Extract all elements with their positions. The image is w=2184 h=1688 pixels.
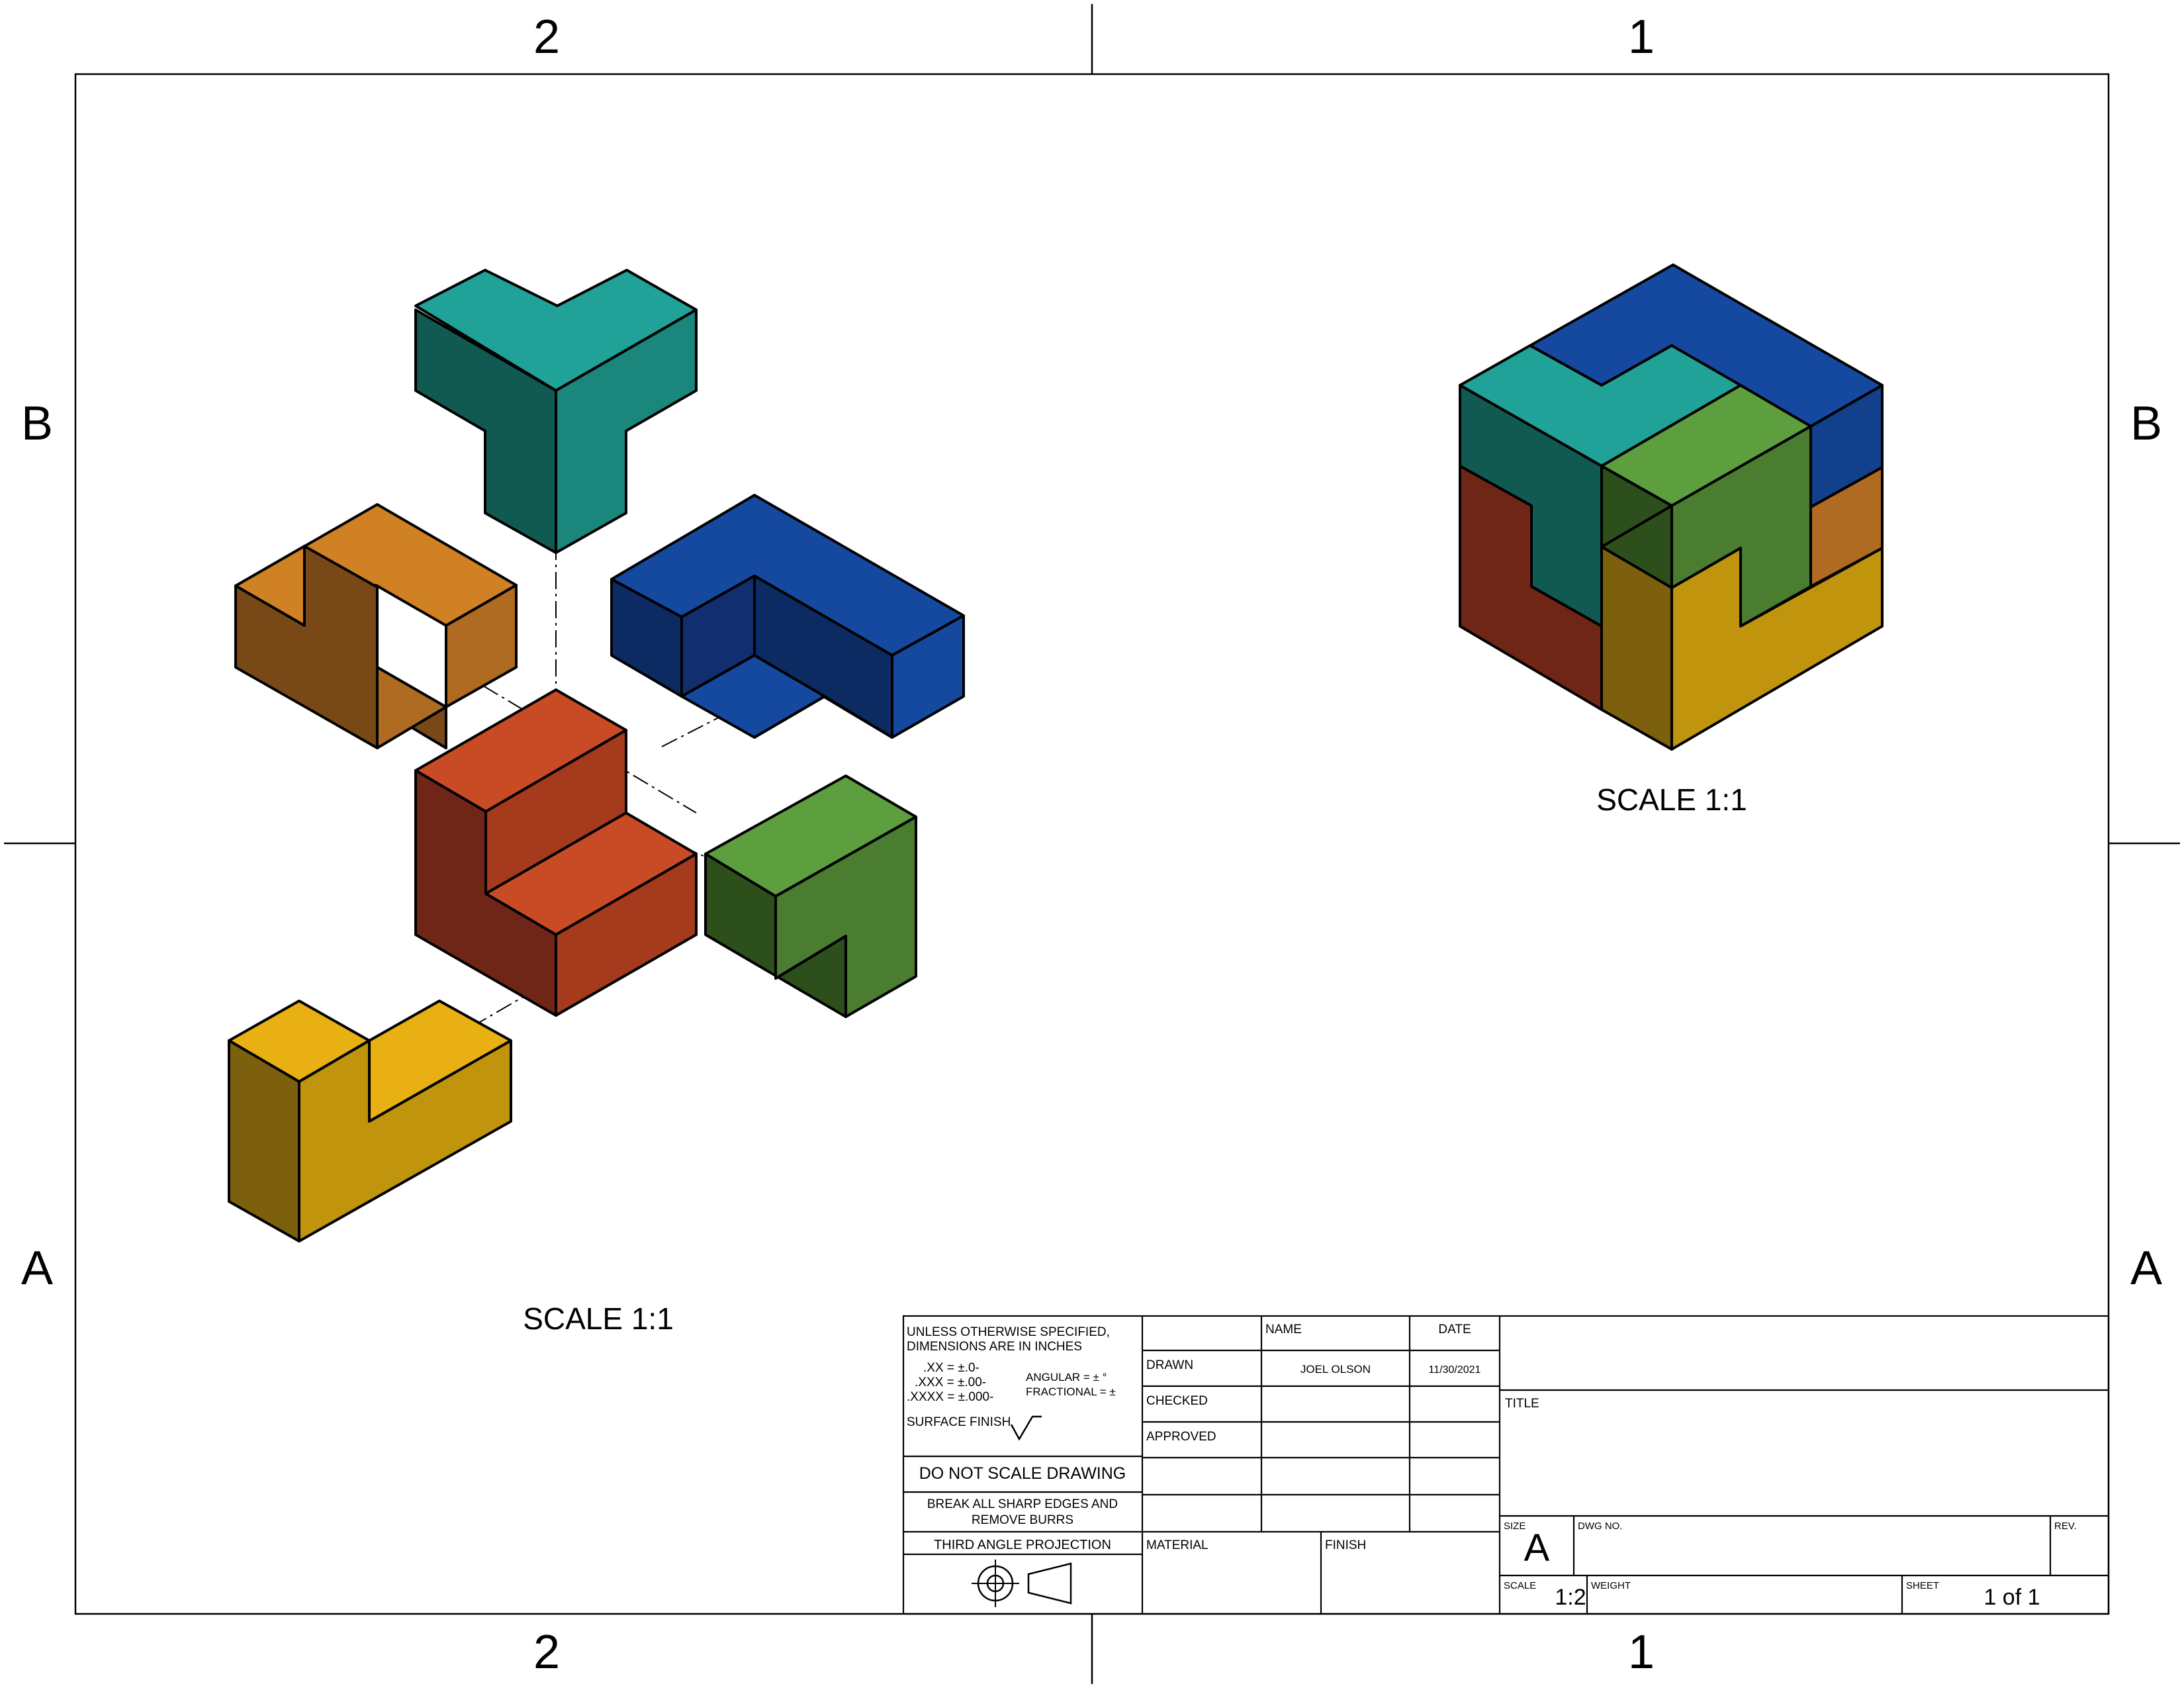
zone-left-a: A: [21, 1242, 53, 1295]
drawn-name-value: JOEL OLSON: [1300, 1363, 1371, 1376]
assembled-view: [1459, 263, 1884, 751]
zone-bottom-1: 1: [1628, 1626, 1655, 1679]
date-header: DATE: [1438, 1323, 1471, 1336]
scale-label: SCALE: [1504, 1580, 1536, 1591]
approved-label: APPROVED: [1146, 1430, 1216, 1444]
tolerance-line1: UNLESS OTHERWISE SPECIFIED,: [907, 1325, 1110, 1339]
title-label: TITLE: [1505, 1397, 1539, 1411]
exploded-scale-label: SCALE 1:1: [523, 1301, 674, 1336]
tolerance-xxxx: .XXXX = ±.000-: [907, 1390, 993, 1404]
teal-piece: [414, 269, 698, 554]
checked-label: CHECKED: [1146, 1394, 1208, 1408]
break-edges-line2: REMOVE BURRS: [972, 1513, 1073, 1527]
zone-labels: 2 1 2 1 B A B A: [21, 11, 2162, 1679]
yellow-piece: [228, 1000, 512, 1243]
border-frame: [4, 4, 2180, 1684]
finish-label: FINISH: [1325, 1538, 1366, 1552]
dwg-no-label: DWG NO.: [1578, 1521, 1623, 1532]
drawn-date-value: 11/30/2021: [1429, 1364, 1481, 1376]
tolerance-line2: DIMENSIONS ARE IN INCHES: [907, 1340, 1082, 1354]
orange-piece: [234, 503, 518, 749]
zone-top-1: 1: [1628, 11, 1655, 64]
zone-top-2: 2: [533, 11, 560, 64]
assembled-scale-label: SCALE 1:1: [1596, 782, 1747, 817]
scale-value: 1:2: [1555, 1585, 1586, 1610]
zone-bottom-2: 2: [533, 1626, 560, 1679]
title-block: UNLESS OTHERWISE SPECIFIED, DIMENSIONS A…: [902, 1315, 2110, 1615]
sheet-value: 1 of 1: [1983, 1585, 2040, 1610]
tolerance-xx: .XX = ±.0-: [923, 1361, 979, 1375]
drawn-label: DRAWN: [1146, 1358, 1193, 1372]
break-edges-line1: BREAK ALL SHARP EDGES AND: [927, 1497, 1118, 1511]
material-label: MATERIAL: [1146, 1538, 1208, 1552]
tolerance-angular: ANGULAR = ± °: [1026, 1371, 1107, 1383]
surface-finish-label: SURFACE FINISH: [907, 1415, 1011, 1429]
green-piece: [704, 774, 917, 1018]
surface-finish-icon: [1010, 1415, 1042, 1441]
exploded-view: SCALE 1:1: [228, 269, 965, 1336]
zone-left-b: B: [21, 397, 53, 450]
do-not-scale-label: DO NOT SCALE DRAWING: [919, 1464, 1126, 1483]
zone-right-b: B: [2130, 397, 2162, 450]
blue-piece: [610, 494, 965, 739]
tolerance-fractional: FRACTIONAL = ±: [1026, 1385, 1116, 1398]
weight-label: WEIGHT: [1591, 1580, 1631, 1591]
zone-right-a: A: [2130, 1242, 2162, 1295]
tolerance-xxx: .XXX = ±.00-: [915, 1376, 986, 1389]
rev-label: REV.: [2054, 1521, 2077, 1532]
third-angle-projection-icon: [972, 1560, 1072, 1607]
name-header: NAME: [1265, 1323, 1302, 1336]
size-label: SIZE: [1504, 1521, 1525, 1532]
projection-label: THIRD ANGLE PROJECTION: [934, 1538, 1111, 1552]
red-piece: [414, 688, 698, 1017]
sheet-label: SHEET: [1906, 1580, 1939, 1591]
size-value: A: [1524, 1526, 1550, 1570]
